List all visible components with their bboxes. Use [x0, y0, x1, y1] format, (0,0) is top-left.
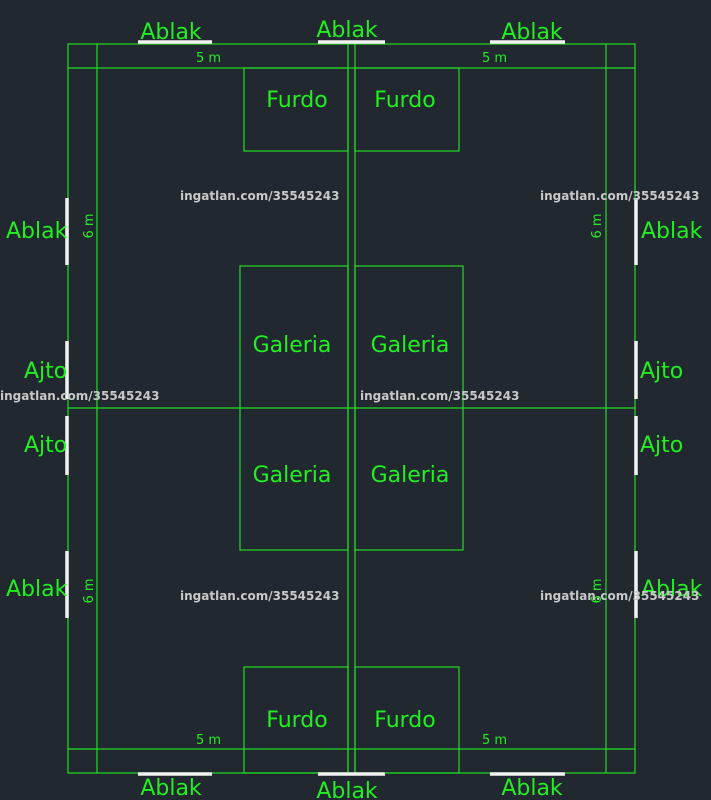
walls: [67, 43, 636, 774]
bath-label: Furdo: [374, 708, 435, 733]
dimension-labels: 5 m 5 m 5 m 5 m 6 m 6 m 6 m 6 m: [82, 51, 605, 748]
window-label: Ablak: [641, 219, 703, 244]
watermark: ingatlan.com/35545243: [0, 389, 159, 403]
door-labels: Ajto Ajto Ajto Ajto: [24, 359, 683, 458]
window-label: Ablak: [501, 776, 563, 800]
window-label: Ablak: [501, 20, 563, 45]
dimension-label: 5 m: [482, 733, 507, 748]
window-labels: Ablak Ablak Ablak Ablak Ablak Ablak Abla…: [6, 18, 703, 800]
dimension-label: 5 m: [196, 733, 221, 748]
bath-room-bottom-left: [243, 666, 349, 774]
watermark: ingatlan.com/35545243: [360, 389, 519, 403]
rooms: [239, 67, 464, 774]
bath-label: Furdo: [266, 708, 327, 733]
gallery-label: Galeria: [253, 463, 332, 488]
dimension-label: 6 m: [590, 213, 605, 238]
bath-label: Furdo: [374, 88, 435, 113]
window-label: Ablak: [140, 776, 202, 800]
gallery-block-right: [354, 265, 464, 551]
window-label: Ablak: [6, 219, 68, 244]
bath-room-bottom-right: [354, 666, 460, 774]
watermark: ingatlan.com/35545243: [540, 589, 699, 603]
door-label: Ajto: [640, 359, 683, 384]
window-label: Ablak: [641, 577, 703, 602]
door-label: Ajto: [24, 433, 67, 458]
dimension-label: 6 m: [82, 578, 97, 603]
watermark: ingatlan.com/35545243: [180, 589, 339, 603]
bath-room-top-left: [243, 67, 349, 152]
watermarks: ingatlan.com/35545243 ingatlan.com/35545…: [0, 189, 699, 603]
dimension-label: 5 m: [196, 51, 221, 66]
window-label: Ablak: [316, 18, 378, 43]
watermark: ingatlan.com/35545243: [540, 189, 699, 203]
gallery-label: Galeria: [371, 333, 450, 358]
bath-label: Furdo: [266, 88, 327, 113]
dimension-label: 6 m: [590, 578, 605, 603]
door-label: Ajto: [24, 359, 67, 384]
gallery-block-left: [239, 265, 349, 551]
openings: [65, 40, 638, 776]
gallery-label: Galeria: [253, 333, 332, 358]
dimension-label: 5 m: [482, 51, 507, 66]
door-label: Ajto: [640, 433, 683, 458]
dimension-label: 6 m: [82, 213, 97, 238]
gallery-label: Galeria: [371, 463, 450, 488]
watermark: ingatlan.com/35545243: [180, 189, 339, 203]
window-label: Ablak: [140, 20, 202, 45]
window-label: Ablak: [316, 779, 378, 800]
bath-room-top-right: [354, 67, 460, 152]
room-labels: Furdo Furdo Galeria Galeria Galeria Gale…: [253, 88, 450, 733]
window-label: Ablak: [6, 577, 68, 602]
